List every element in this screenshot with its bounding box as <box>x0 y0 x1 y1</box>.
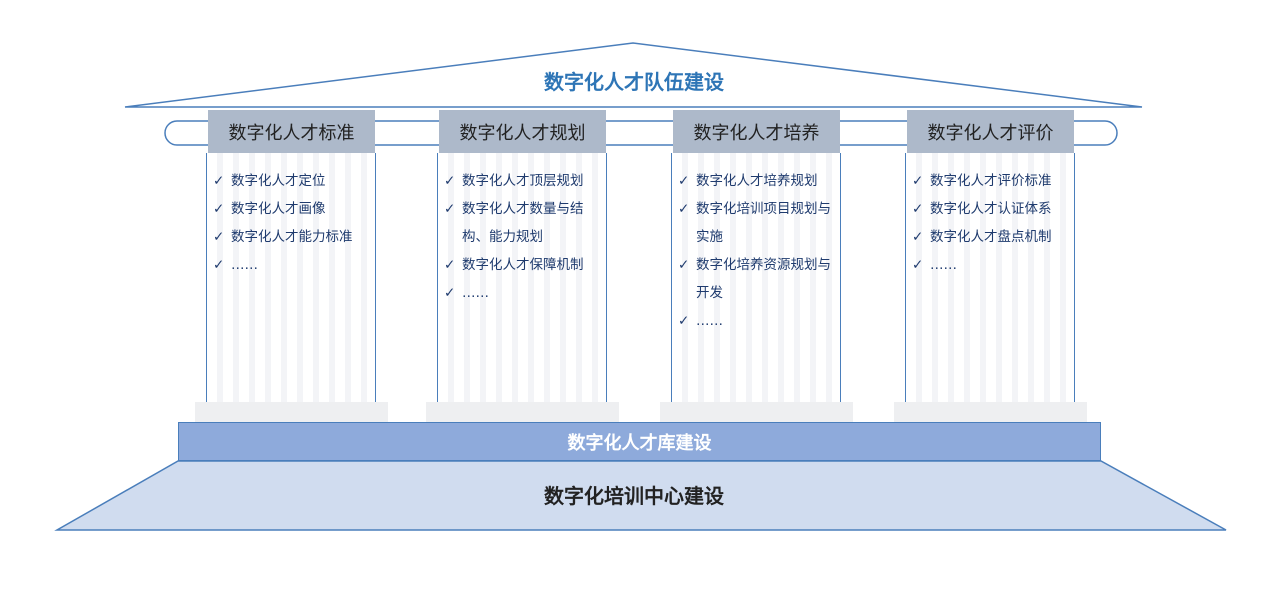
pillar-title: 数字化人才规划 <box>439 110 606 153</box>
item-text: 数字化人才认证体系 <box>930 201 1052 217</box>
check-icon: ✓ <box>213 173 225 189</box>
item-text: 数字化人才保障机制 <box>462 257 584 273</box>
list-item: ✓ 数字化培养资源规划与开发 <box>678 251 840 307</box>
check-icon: ✓ <box>678 173 690 189</box>
item-text: 数字化人才画像 <box>231 201 326 217</box>
item-text: 数字化人才数量与结构、能力规划 <box>462 201 584 245</box>
list-item: ✓ 数字化人才能力标准 <box>213 223 375 251</box>
pillar-body: ✓ 数字化人才评价标准 ✓ 数字化人才认证体系 ✓ 数字化人才盘点机制 ✓ …… <box>905 153 1075 402</box>
check-icon: ✓ <box>213 201 225 217</box>
list-item: ✓ 数字化人才评价标准 <box>912 167 1074 195</box>
check-icon: ✓ <box>912 257 924 273</box>
pillar-body: ✓ 数字化人才培养规划 ✓ 数字化培训项目规划与实施 ✓ 数字化培养资源规划与开发 ✓ …… <box>671 153 841 402</box>
item-text: 数字化人才盘点机制 <box>930 229 1052 245</box>
list-item: ✓ 数字化人才保障机制 <box>444 251 606 279</box>
roof-title: 数字化人才队伍建设 <box>544 70 724 94</box>
list-item: ✓ 数字化人才数量与结构、能力规划 <box>444 195 606 251</box>
pillar-plinth <box>426 402 619 422</box>
pillar-plinth <box>660 402 853 422</box>
item-text: 数字化培养资源规划与开发 <box>696 257 831 301</box>
item-text: 数字化人才定位 <box>231 173 326 189</box>
item-text: …… <box>231 257 258 273</box>
foundation-title: 数字化培训中心建设 <box>544 484 724 508</box>
check-icon: ✓ <box>678 201 690 217</box>
list-item: ✓ 数字化培训项目规划与实施 <box>678 195 840 251</box>
pillar-title: 数字化人才培养 <box>673 110 840 153</box>
list-item: ✓ …… <box>678 307 840 335</box>
check-icon: ✓ <box>213 257 225 273</box>
pillar-body: ✓ 数字化人才定位 ✓ 数字化人才画像 ✓ 数字化人才能力标准 ✓ …… <box>206 153 376 402</box>
item-text: 数字化人才评价标准 <box>930 173 1052 189</box>
list-item: ✓ 数字化人才认证体系 <box>912 195 1074 223</box>
pillar-title: 数字化人才评价 <box>907 110 1074 153</box>
check-icon: ✓ <box>912 173 924 189</box>
check-icon: ✓ <box>444 257 456 273</box>
list-item: ✓ …… <box>213 251 375 279</box>
foundation-shape <box>54 460 1227 531</box>
item-text: 数字化人才顶层规划 <box>462 173 584 189</box>
roof <box>124 42 1143 108</box>
check-icon: ✓ <box>444 285 456 301</box>
check-icon: ✓ <box>213 229 225 245</box>
list-item: ✓ 数字化人才培养规划 <box>678 167 840 195</box>
check-icon: ✓ <box>912 229 924 245</box>
item-text: …… <box>462 285 489 301</box>
beam <box>164 120 1118 146</box>
item-text: …… <box>930 257 957 273</box>
list-item: ✓ 数字化人才画像 <box>213 195 375 223</box>
item-text: 数字化人才培养规划 <box>696 173 818 189</box>
pillar-body: ✓ 数字化人才顶层规划 ✓ 数字化人才数量与结构、能力规划 ✓ 数字化人才保障机制 ✓ …… <box>437 153 607 402</box>
list-item: ✓ 数字化人才盘点机制 <box>912 223 1074 251</box>
check-icon: ✓ <box>912 201 924 217</box>
pillar-title: 数字化人才标准 <box>208 110 375 153</box>
talent-library-bar: 数字化人才库建设 <box>178 422 1101 461</box>
check-icon: ✓ <box>678 313 690 329</box>
item-text: …… <box>696 313 723 329</box>
list-item: ✓ 数字化人才定位 <box>213 167 375 195</box>
pillar-plinth <box>195 402 388 422</box>
item-text: 数字化人才能力标准 <box>231 229 353 245</box>
list-item: ✓ …… <box>444 279 606 307</box>
list-item: ✓ 数字化人才顶层规划 <box>444 167 606 195</box>
item-text: 数字化培训项目规划与实施 <box>696 201 831 245</box>
pillar-plinth <box>894 402 1087 422</box>
check-icon: ✓ <box>678 257 690 273</box>
list-item: ✓ …… <box>912 251 1074 279</box>
check-icon: ✓ <box>444 201 456 217</box>
check-icon: ✓ <box>444 173 456 189</box>
